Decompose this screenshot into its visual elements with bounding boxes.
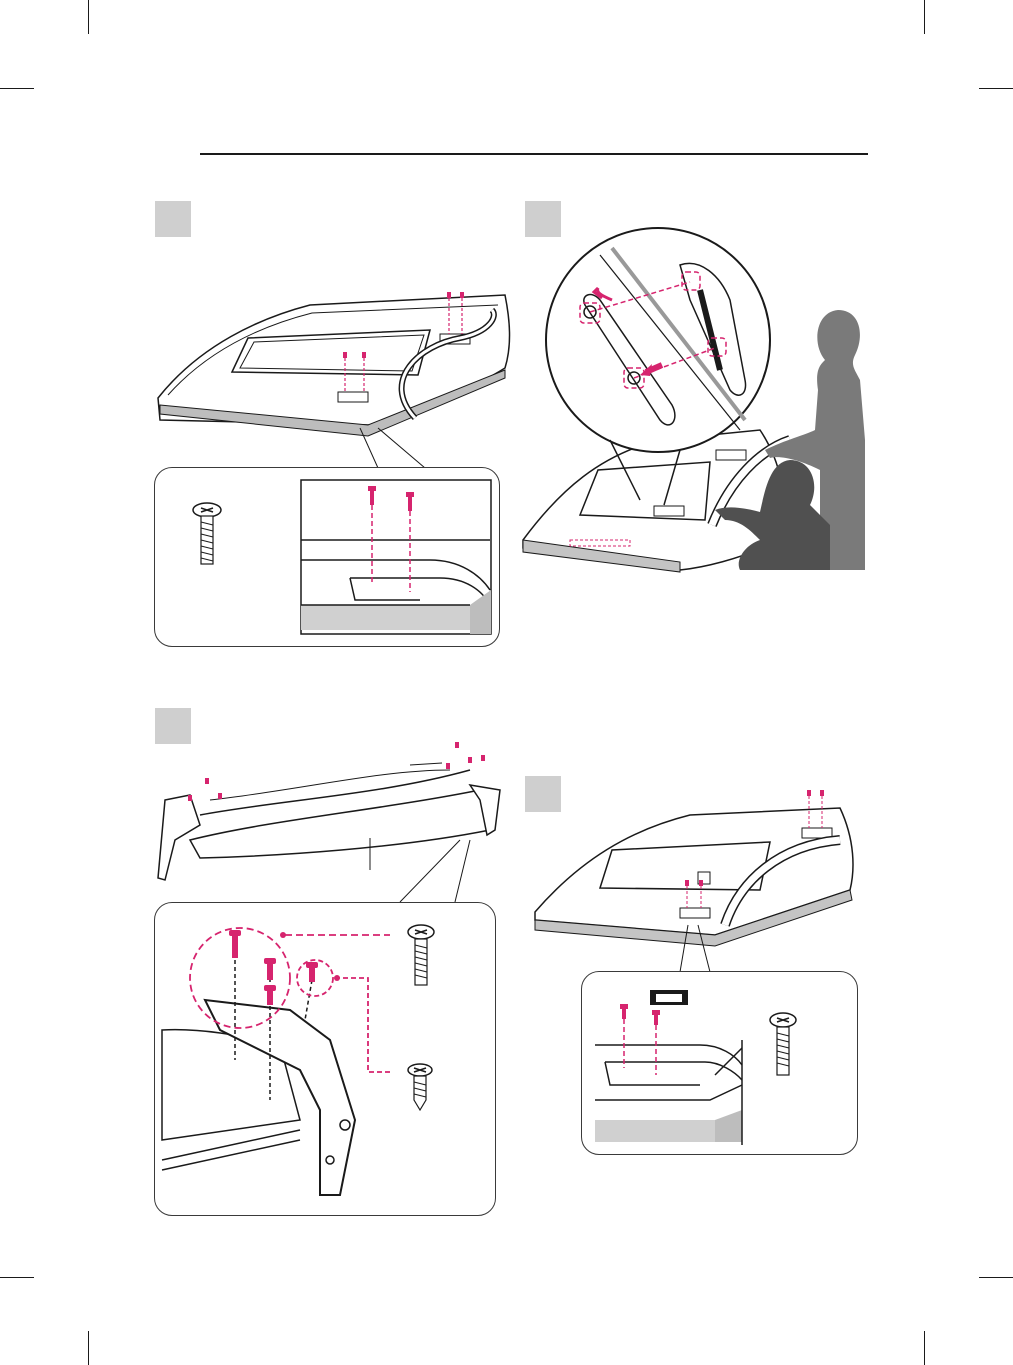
crop-mark-tl-h: [0, 88, 34, 89]
crop-mark-br-h: [979, 1277, 1013, 1278]
crop-mark-br-v: [924, 1331, 925, 1365]
header-rule: [200, 153, 868, 155]
step-2-box: [525, 201, 561, 237]
crop-mark-tr-v: [924, 0, 925, 34]
crop-mark-bl-v: [88, 1331, 89, 1365]
step-1-box: [155, 201, 191, 237]
step-1-detail-panel: [154, 467, 500, 647]
crop-mark-tr-h: [979, 88, 1013, 89]
step-4-detail-panel: [581, 971, 858, 1155]
crop-mark-tl-v: [88, 0, 89, 34]
step-3-box: [155, 708, 191, 744]
step-3-detail-panel: [154, 902, 496, 1216]
crop-mark-bl-h: [0, 1277, 34, 1278]
step-4-box: [525, 776, 561, 812]
